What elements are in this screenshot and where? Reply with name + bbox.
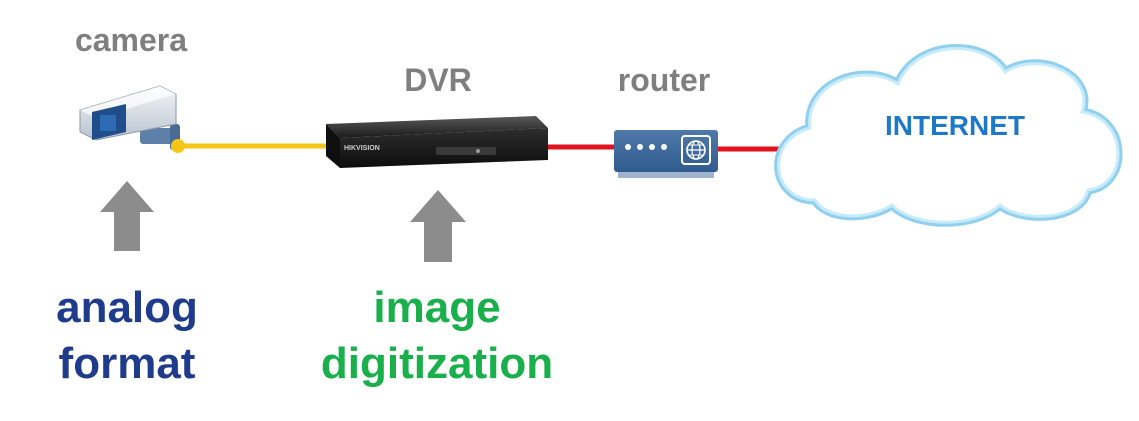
analog-line1: analog (56, 283, 198, 332)
image-digitization-label: image digitization (321, 280, 553, 392)
dvr-icon: HIKVISION (326, 116, 548, 168)
router-icon (614, 130, 718, 178)
image-line2: digitization (320, 339, 554, 388)
dvr-label: DVR (404, 62, 472, 98)
internet-label: INTERNET (885, 110, 1025, 141)
analog-line2: format (58, 339, 196, 388)
camera-icon (79, 85, 185, 153)
image-line1: image (373, 283, 501, 332)
arrow-up-icon (410, 190, 466, 262)
analog-format-label: analog format (56, 280, 198, 392)
arrow-up-icon (100, 181, 154, 251)
camera-label: camera (74, 22, 188, 58)
dvr-brand-label: HIKVISION (344, 145, 380, 152)
cloud-icon (774, 44, 1123, 227)
router-label: router (617, 62, 711, 98)
